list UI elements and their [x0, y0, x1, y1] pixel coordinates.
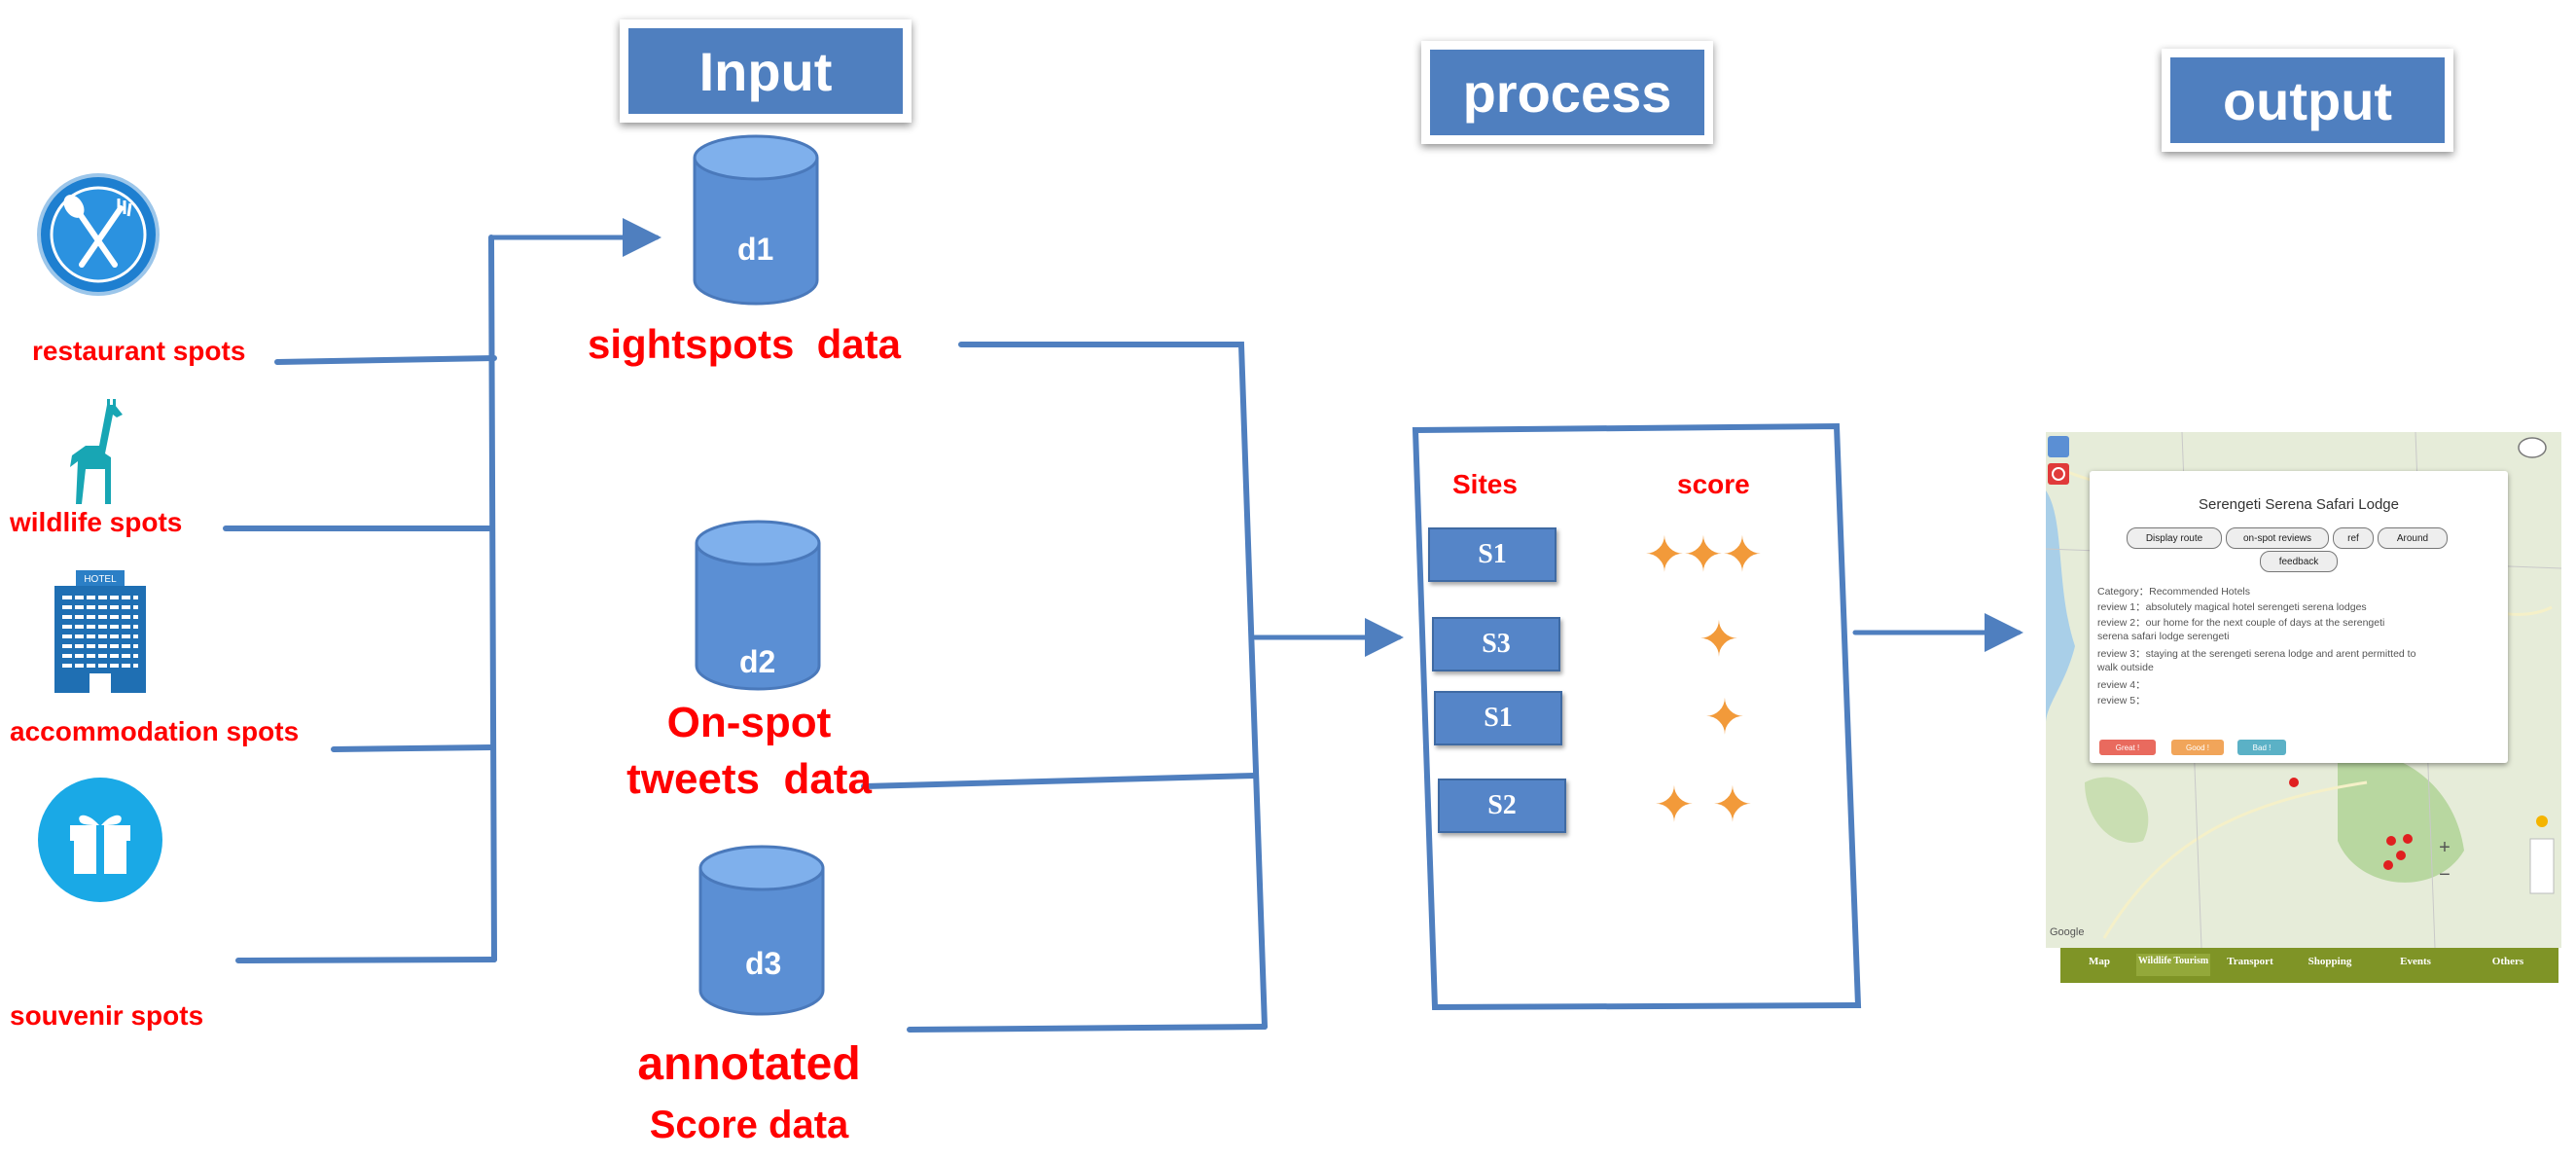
process-frame — [1412, 422, 1862, 1011]
souvenir-connector — [235, 957, 497, 963]
great-rating-button[interactable]: Great ! — [2099, 740, 2156, 755]
d1-to-merge — [958, 342, 1268, 1030]
settings-gear-icon — [2048, 436, 2069, 457]
database-d1-name: d1 — [737, 232, 774, 267]
restaurant-spots-label: restaurant spots — [32, 336, 246, 366]
input-header-label: Input — [628, 28, 903, 114]
site-row-1: S1 — [1428, 527, 1556, 582]
annotated-label-line1: annotated — [637, 1038, 861, 1090]
popup-review-line: review 5： — [2097, 695, 2146, 707]
input-bus — [488, 235, 497, 962]
nav-events[interactable]: Events — [2400, 956, 2431, 967]
display-route-button[interactable]: Display route — [2127, 527, 2222, 549]
site-row-4: S2 — [1438, 779, 1566, 833]
fork-knife-icon — [37, 173, 160, 296]
pegman-icon — [2536, 816, 2548, 827]
database-d3-icon — [698, 845, 825, 1016]
ref-button[interactable]: ref — [2333, 527, 2374, 549]
process-header-label: process — [1430, 50, 1704, 135]
good-rating-button[interactable]: Good ! — [2171, 740, 2224, 755]
score-column-header: score — [1677, 469, 1750, 499]
souvenir-spots-label: souvenir spots — [10, 1000, 204, 1031]
popup-review-line: review 1：absolutely magical hotel sereng… — [2097, 601, 2367, 613]
nav-map[interactable]: Map — [2089, 956, 2110, 967]
database-d2-name: d2 — [739, 644, 776, 679]
sites-column-header: Sites — [1452, 469, 1518, 499]
giraffe-icon — [70, 399, 123, 504]
nav-others[interactable]: Others — [2491, 956, 2524, 967]
database-d1-icon — [693, 134, 819, 306]
bad-rating-button[interactable]: Bad ! — [2237, 740, 2286, 755]
star-icon: ✦ — [1654, 777, 1695, 833]
popup-review-line: walk outside — [2097, 662, 2154, 673]
info-popup: Serengeti Serena Safari Lodge Display ro… — [2090, 471, 2508, 763]
score-data-label-line2: Score data — [649, 1104, 849, 1146]
star-icon: ✦ — [1683, 526, 1724, 583]
onspot-label-line1: On-spot — [666, 699, 832, 746]
zoom-control — [2529, 838, 2555, 894]
tweets-data-label-line2: tweets data — [626, 755, 872, 803]
restaurant-connector — [274, 355, 497, 365]
star-icon: ✦ — [1712, 777, 1753, 833]
zoom-out-button[interactable]: − — [2439, 864, 2451, 886]
star-icon: ✦ — [1704, 689, 1745, 745]
gift-icon — [38, 778, 162, 902]
nav-wildlife-tourism[interactable]: Wildlife Tourism — [2136, 954, 2210, 976]
wildlife-spots-label: wildlife spots — [10, 507, 183, 537]
d2-to-merge — [861, 773, 1258, 789]
output-header: output — [2162, 49, 2453, 152]
nav-shopping[interactable]: Shopping — [2308, 956, 2352, 967]
search-marker-icon — [2048, 463, 2069, 485]
feedback-button[interactable]: feedback — [2260, 551, 2338, 572]
star-icon: ✦ — [1722, 526, 1763, 583]
popup-review-line: review 3：staying at the serengeti serena… — [2097, 648, 2416, 660]
popup-review-line: serena safari lodge serengeti — [2097, 631, 2230, 642]
chat-bubble-icon — [2518, 437, 2547, 458]
process-header: process — [1421, 41, 1713, 144]
sightspots-data-label: sightspots data — [587, 321, 902, 367]
zoom-in-button[interactable]: + — [2439, 837, 2451, 858]
site-row-3: S1 — [1434, 691, 1562, 745]
accommodation-connector — [331, 744, 494, 752]
d3-to-merge — [907, 1024, 1268, 1033]
hotel-building-icon: HOTEL — [54, 570, 146, 693]
output-header-label: output — [2170, 57, 2445, 143]
popup-category-line: Category：Recommended Hotels — [2097, 586, 2250, 598]
database-d2-icon — [695, 520, 821, 691]
map-brand-label: Google — [2050, 926, 2085, 938]
popup-review-line: review 4： — [2097, 679, 2146, 691]
onspot-reviews-button[interactable]: on-spot reviews — [2226, 527, 2329, 549]
input-header: Input — [620, 19, 912, 123]
accommodation-spots-label: accommodation spots — [10, 716, 300, 746]
map-bottom-nav: Map Wildlife Tourism Transport Shopping … — [2060, 948, 2558, 983]
star-icon: ✦ — [1699, 611, 1739, 668]
site-row-2: S3 — [1432, 617, 1560, 671]
popup-review-line: review 2：our home for the next couple of… — [2097, 617, 2385, 629]
nav-transport[interactable]: Transport — [2227, 956, 2273, 967]
hotel-sign: HOTEL — [84, 574, 117, 585]
popup-title: Serengeti Serena Safari Lodge — [2199, 496, 2399, 513]
star-icon: ✦ — [1644, 526, 1685, 583]
database-d3-name: d3 — [745, 946, 782, 981]
around-button[interactable]: Around — [2378, 527, 2448, 549]
